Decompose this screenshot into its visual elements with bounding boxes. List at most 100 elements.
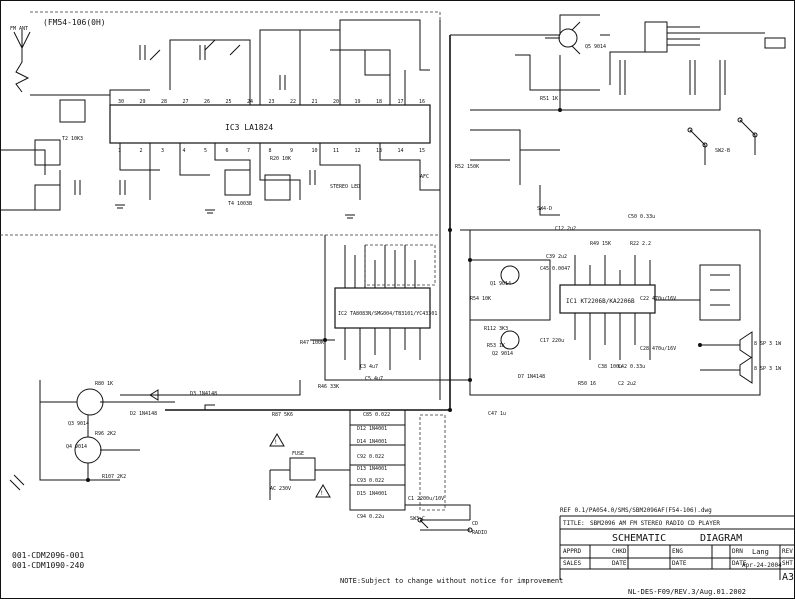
label-r112: R112 3K3 <box>484 326 508 332</box>
note-2: 001-CDM1090-240 <box>12 561 84 570</box>
label-r107: R107 2K2 <box>102 474 126 480</box>
label-t4: T4 1003B <box>228 201 252 207</box>
label-d7: D7 1N4148 <box>518 374 545 380</box>
tb-rev: REV <box>782 548 793 555</box>
ic3-pin-label: 16 <box>419 99 425 105</box>
tb-date-value: Apr-24-2004 <box>742 562 782 569</box>
ic3-pin-label: 28 <box>161 99 167 105</box>
ic3-pin-label: 8 <box>269 148 272 154</box>
band-switches <box>687 117 758 165</box>
label-d2: D2 1N4148 <box>130 411 157 417</box>
ic3-pin-label: 13 <box>376 148 382 154</box>
label-sw3: SW3-C <box>410 516 425 522</box>
label-c42: C42 0.33u <box>618 364 645 370</box>
label-r54: R54 10K <box>470 296 491 302</box>
ic3-pin-label: 25 <box>226 99 232 105</box>
fm-block-title: (FM54-106(0H) <box>43 18 106 27</box>
tb-apprd: APPRD <box>563 548 581 555</box>
svg-text:!: ! <box>274 439 278 446</box>
title-label: TITLE: <box>563 520 585 527</box>
label-radio: RADIO <box>472 530 487 536</box>
component-labels: R47 100K R46 33K R53 1K R54 10K R51 1K R… <box>62 44 782 536</box>
label-c92: C92 0.022 <box>357 454 384 460</box>
label-d12: D12 1N4001 <box>357 426 387 432</box>
label-sw4: SW4-D <box>537 206 552 212</box>
label-sw2: SW2-B <box>715 148 730 154</box>
ic3-pin-label: 10 <box>312 148 318 154</box>
ic3-pin-label: 2 <box>140 148 143 154</box>
tb-drn: DRN <box>732 548 743 555</box>
ic1-ref: IC1 KT2206B/KA2206B <box>566 298 635 305</box>
ic3-pin-label: 3 <box>161 148 164 154</box>
part-notes: 001-CDM2096-001 001-CDM1090-240 <box>12 551 84 570</box>
tb-date2: DATE <box>672 560 687 567</box>
power-supply: ! ! <box>269 409 473 533</box>
label-c85: C85 0.022 <box>363 412 390 418</box>
label-c2: C2 2u2 <box>618 381 636 387</box>
ic3-pin-label: 17 <box>398 99 404 105</box>
ic3-pin-label: 4 <box>183 148 186 154</box>
label-ac: AC 230V <box>270 486 291 492</box>
title-diagram: DIAGRAM <box>700 533 742 544</box>
ic3-pin-label: 18 <box>376 99 382 105</box>
tb-eng: ENG <box>672 548 683 555</box>
label-q4: Q4 9014 <box>66 444 87 450</box>
title-schematic: SCHEMATIC <box>612 533 666 544</box>
label-sp: 8 SP 3 1W <box>754 341 782 347</box>
output-block <box>655 264 753 384</box>
label-cd: CD <box>472 521 478 527</box>
tb-size: A3 <box>782 572 794 583</box>
label-c50: C50 0.33u <box>628 214 655 220</box>
title-text: SBM2096 AM FM STEREO RADIO CD PLAYER <box>590 520 720 527</box>
note-1: 001-CDM2096-001 <box>12 551 84 560</box>
label-r96: R96 2K2 <box>95 431 116 437</box>
label-c38: C38 100u <box>598 364 622 370</box>
label-c94: C94 0.22u <box>357 514 384 520</box>
ant-label: FM ANT <box>10 26 28 32</box>
label-c12: C12 2u2 <box>555 226 576 232</box>
ic3-pin-label: 9 <box>290 148 293 154</box>
title-block: REF 0.1/PA054.0/SMS/SBM2096AF(F54-106).d… <box>340 507 795 596</box>
label-r51: R51 1K <box>540 96 558 102</box>
label-c47: C47 1u <box>488 411 506 417</box>
label-r50: R50 16 <box>578 381 596 387</box>
ic3-ref: IC3 LA1824 <box>225 123 273 132</box>
label-d13: D13 1N4001 <box>357 466 387 472</box>
label-q5: Q5 9014 <box>585 44 606 50</box>
ic3-pin-label: 23 <box>269 99 275 105</box>
label-r80: R80 1K <box>95 381 113 387</box>
tb-sht: SHT <box>782 560 793 567</box>
ic3-pin-label: 21 <box>312 99 318 105</box>
label-c39: C39 2u2 <box>546 254 567 260</box>
label-c93: C93 0.022 <box>357 478 384 484</box>
tb-date3: DATE <box>732 560 747 567</box>
label-afc: AFC <box>420 174 429 180</box>
ic3-pin-label: 14 <box>398 148 404 154</box>
label-d15: D15 1N4001 <box>357 491 387 497</box>
label-c22: C22 470u/16V <box>640 296 676 302</box>
label-r49: R49 15K <box>590 241 611 247</box>
label-sp2: 8 SP 3 1W <box>754 366 782 372</box>
power-reg-area <box>545 21 786 95</box>
fm-wiring <box>0 19 440 219</box>
ic1-chip: IC1 KT2206B/KA2206B <box>469 255 656 360</box>
label-r52: R52 150K <box>455 164 479 170</box>
label-c28: C28 470u/16V <box>640 346 676 352</box>
junction-dots <box>86 108 702 482</box>
label-q3: Q3 9014 <box>68 421 89 427</box>
label-r47: R47 100K <box>300 340 324 346</box>
fm-antenna: FM ANT <box>10 26 31 93</box>
ic3-pin-label: 11 <box>333 148 339 154</box>
ic3-pin-label: 15 <box>419 148 425 154</box>
label-r53: R53 1K <box>487 343 505 349</box>
ic3-pin-label: 19 <box>355 99 361 105</box>
label-fuse: FUSE <box>292 451 304 457</box>
label-r20: R20 10K <box>270 156 291 162</box>
label-r87: R87 5K6 <box>272 412 293 418</box>
ic3-pin-label: 6 <box>226 148 229 154</box>
ic2-chip: IC2 TA8083N/SMG004/TB3101/YC43301 <box>334 244 437 370</box>
label-c5: C5 4u7 <box>365 376 383 382</box>
tb-drn-value: Lang <box>752 548 769 556</box>
label-stereo-led: STEREO LED <box>330 184 360 190</box>
label-r22: R22 2.2 <box>630 241 651 247</box>
